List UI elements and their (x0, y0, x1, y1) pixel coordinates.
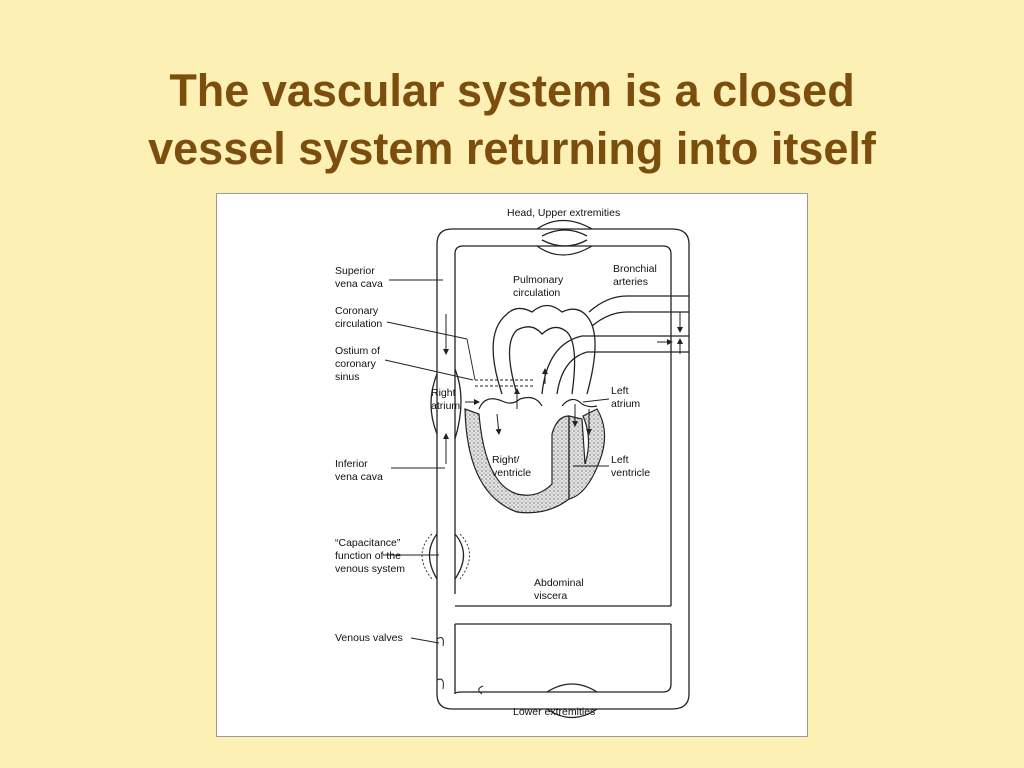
systemic-loop-outer (436, 228, 690, 710)
heart (464, 295, 689, 514)
flow-arrow (495, 413, 502, 435)
right-ventricle-wall (464, 408, 570, 514)
label-bronchial-1: Bronchial (613, 263, 657, 275)
label-capacitance-1: “Capacitance” (335, 537, 401, 549)
slide-title-line-2: vessel system returning into itself (148, 123, 876, 174)
label-svc-2: vena cava (335, 278, 383, 290)
capacitance-bulge (428, 533, 465, 580)
leader-valves (410, 637, 440, 644)
bronchial-arteries (588, 295, 689, 327)
leader-rv (516, 455, 520, 463)
label-right-atrium-2: atrium (431, 400, 460, 412)
label-lower-extremities: Lower extremities (513, 706, 595, 718)
slide-title-line-1: The vascular system is a closed (169, 65, 855, 116)
label-ivc-1: Inferior (335, 458, 368, 470)
label-abdominal-2: viscera (534, 590, 567, 602)
label-ostium-3: sinus (335, 371, 360, 383)
left-ventricle-wall (568, 408, 606, 500)
label-left-atrium-2: atrium (611, 398, 640, 410)
pulmonary-vessels (492, 304, 596, 395)
leader-ostium (384, 359, 474, 381)
label-pulmonary-1: Pulmonary (513, 274, 564, 286)
label-svc-1: Superior (335, 265, 375, 277)
circulation-diagram: Head, Upper extremities Superior vena ca… (216, 193, 808, 737)
venous-valves (436, 637, 484, 695)
label-head-upper: Head, Upper extremities (507, 207, 620, 219)
label-abdominal-1: Abdominal (534, 577, 584, 589)
aorta (541, 335, 689, 395)
label-venous-valves: Venous valves (335, 632, 403, 644)
label-left-ventricle-2: ventricle (611, 467, 650, 479)
label-left-ventricle-1: Left (611, 454, 629, 466)
slide-title: The vascular system is a closed vessel s… (0, 62, 1024, 178)
circulation-diagram-drawing: Head, Upper extremities Superior vena ca… (335, 207, 690, 719)
lower-extremity-capillary-bed (546, 683, 598, 719)
label-ostium-1: Ostium of (335, 345, 380, 357)
leader-coronary (386, 321, 468, 340)
label-left-atrium-1: Left (611, 385, 629, 397)
label-right-atrium-1: Right (431, 387, 456, 399)
label-right-ventricle-1: Right (492, 454, 517, 466)
leader-la (582, 398, 610, 403)
abdominal-vessel (455, 605, 671, 625)
systemic-loop-inner (454, 254, 672, 606)
label-capacitance-2: function of the (335, 550, 401, 562)
coronary-sinus (475, 379, 535, 387)
label-pulmonary-2: circulation (513, 287, 560, 299)
label-ivc-2: vena cava (335, 471, 383, 483)
label-right-ventricle-2: ventricle (492, 467, 531, 479)
label-capacitance-3: venous system (335, 563, 405, 575)
label-ostium-2: coronary (335, 358, 377, 370)
head-capillary-bed (536, 219, 593, 256)
label-coronary-1: Coronary (335, 305, 379, 317)
label-coronary-2: circulation (335, 318, 382, 330)
label-bronchial-2: arteries (613, 276, 648, 288)
